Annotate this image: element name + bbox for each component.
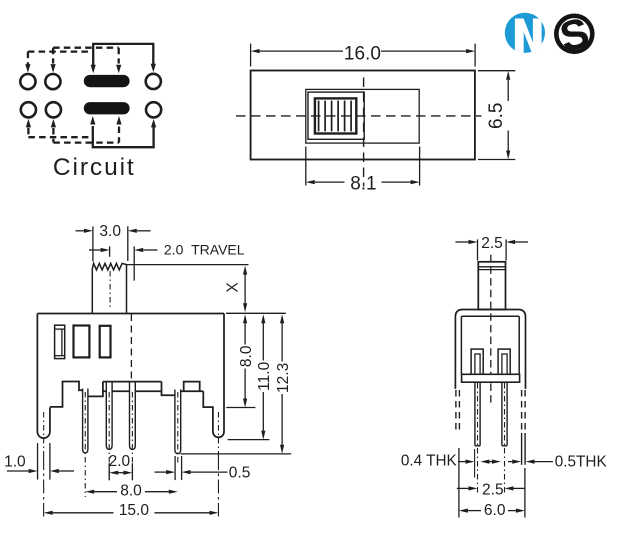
svg-text:3.0: 3.0 — [99, 223, 121, 240]
svg-text:15.0: 15.0 — [119, 502, 150, 519]
svg-text:8.0: 8.0 — [120, 482, 142, 499]
svg-text:0.5THK: 0.5THK — [555, 453, 608, 470]
svg-text:2.0: 2.0 — [109, 453, 131, 470]
svg-text:X: X — [225, 282, 242, 293]
svg-text:0.5: 0.5 — [229, 464, 251, 481]
svg-text:8.1: 8.1 — [350, 174, 376, 195]
svg-text:2.5: 2.5 — [482, 481, 504, 498]
svg-text:6.5: 6.5 — [486, 103, 507, 129]
svg-text:8.0: 8.0 — [238, 345, 255, 367]
svg-text:12.3: 12.3 — [275, 363, 292, 393]
svg-text:11.0: 11.0 — [256, 361, 273, 390]
svg-text:0.4 THK: 0.4 THK — [401, 453, 458, 470]
svg-text:6.0: 6.0 — [484, 502, 506, 519]
svg-text:2.5: 2.5 — [481, 235, 503, 252]
svg-text:16.0: 16.0 — [344, 43, 381, 64]
svg-text:Circuit: Circuit — [53, 154, 136, 181]
svg-text:2.0 TRAVEL: 2.0 TRAVEL — [164, 242, 245, 258]
svg-text:1.0: 1.0 — [4, 453, 26, 470]
